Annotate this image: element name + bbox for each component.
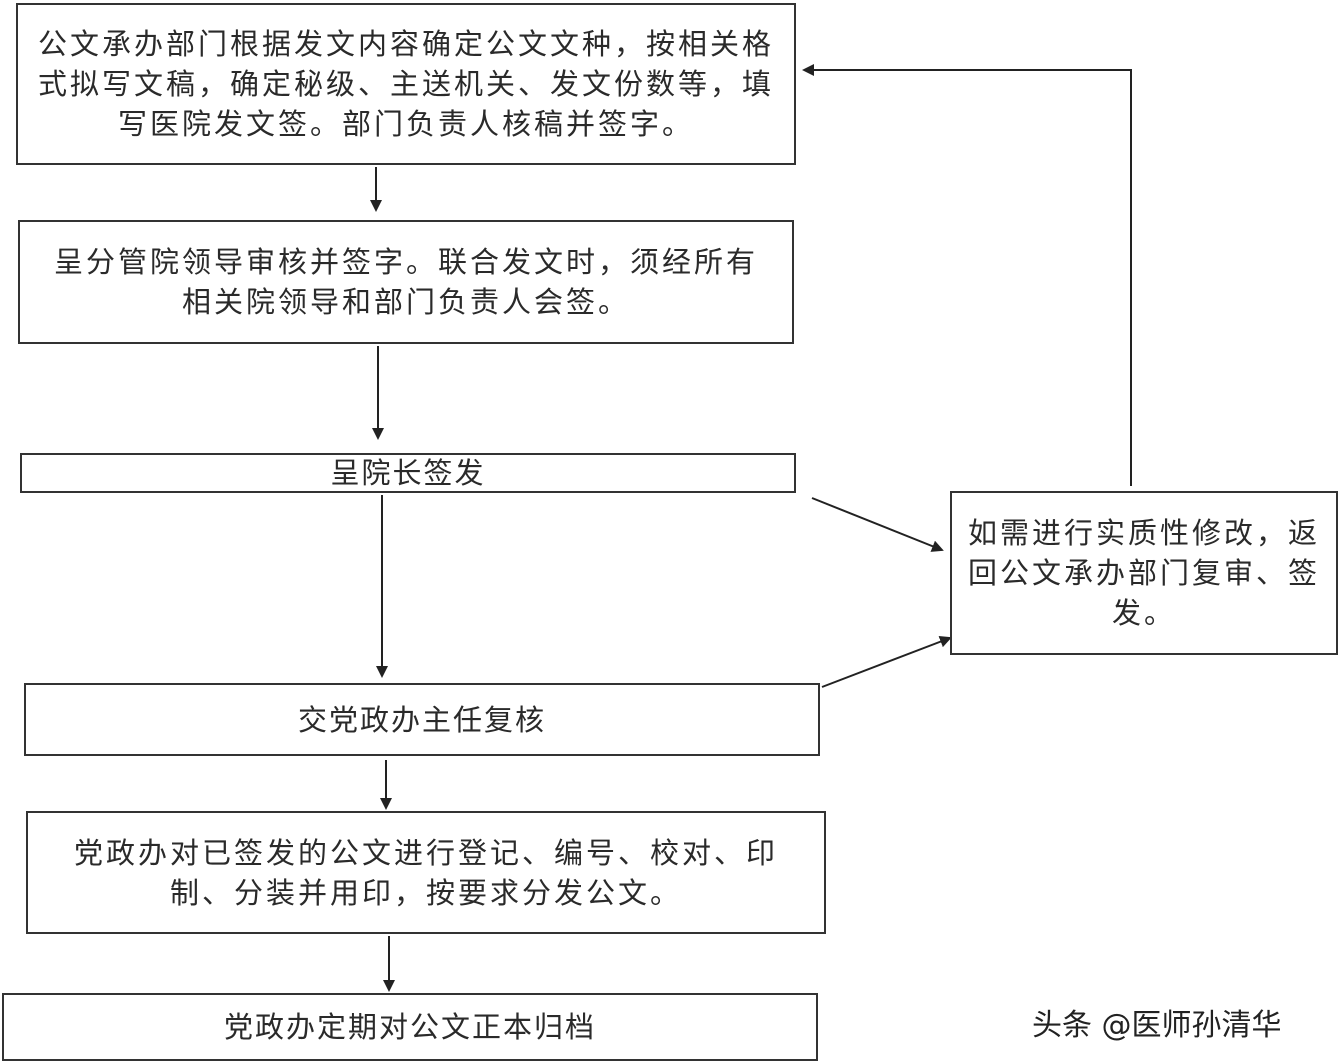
step-draft-document: 公文承办部门根据发文内容确定公文文种，按相关格式拟写文稿，确定秘级、主送机关、发…: [16, 3, 796, 165]
arrow-side-return-to-step1: [802, 64, 1132, 486]
step-leader-review-text: 呈分管院领导审核并签字。联合发文时，须经所有相关院领导和部门负责人会签。: [53, 245, 758, 319]
step-archive-text: 党政办定期对公文正本归档: [223, 1010, 596, 1044]
step-register-distribute-text: 党政办对已签发的公文进行登记、编号、校对、印制、分装并用印，按要求分发公文。: [73, 835, 778, 910]
side-revision-note-text: 如需进行实质性修改，返回公文承办部门复审、签发。: [968, 516, 1321, 630]
arrow-step3-to-side: [811, 497, 944, 552]
side-revision-note: 如需进行实质性修改，返回公文承办部门复审、签发。: [950, 491, 1338, 655]
step-draft-document-text: 公文承办部门根据发文内容确定公文文种，按相关格式拟写文稿，确定秘级、主送机关、发…: [38, 27, 775, 141]
step-register-distribute: 党政办对已签发的公文进行登记、编号、校对、印制、分装并用印，按要求分发公文。: [26, 811, 826, 934]
step-director-recheck-text: 交党政办主任复核: [297, 702, 546, 737]
step-archive: 党政办定期对公文正本归档: [2, 993, 818, 1061]
step-president-sign: 呈院长签发: [20, 453, 796, 493]
watermark-text: 头条 @医师孙清华: [1032, 1008, 1282, 1043]
arrow-step4-to-side: [821, 635, 952, 688]
step-president-sign-text: 呈院长签发: [330, 456, 486, 490]
step-director-recheck: 交党政办主任复核: [24, 683, 820, 756]
step-leader-review: 呈分管院领导审核并签字。联合发文时，须经所有相关院领导和部门负责人会签。: [18, 220, 794, 344]
